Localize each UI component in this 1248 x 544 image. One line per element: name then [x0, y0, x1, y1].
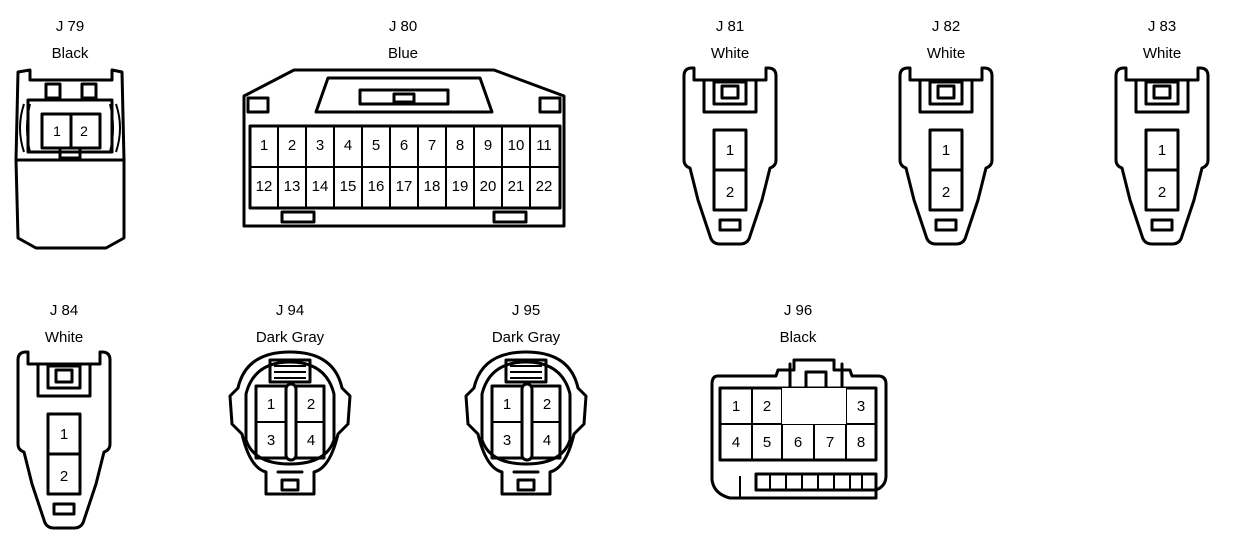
pin-4: 4: [731, 434, 741, 451]
pin-5: 5: [762, 434, 772, 451]
connector-color: Black: [51, 45, 89, 62]
connector-j84: J 84 White 1 2: [14, 284, 114, 544]
connector-id: J 80: [388, 18, 418, 35]
pin-6: 6: [793, 434, 803, 451]
pin-2: 2: [59, 468, 69, 485]
pin-1: 1: [725, 142, 735, 159]
pin-4: 4: [343, 137, 353, 154]
pin-4: 4: [306, 432, 316, 449]
pin-1: 1: [53, 123, 61, 139]
connector-color: Dark Gray: [491, 329, 561, 346]
pin-3: 3: [502, 432, 512, 449]
pin-1: 1: [1157, 142, 1167, 159]
pin-2: 2: [725, 184, 735, 201]
connector-j83-shape: [1114, 66, 1210, 246]
pin-18: 18: [423, 178, 441, 195]
connector-id: J 82: [931, 18, 961, 35]
connector-color: Black: [779, 329, 817, 346]
pin-1: 1: [259, 137, 269, 154]
connector-color: Blue: [387, 45, 419, 62]
pin-2: 2: [287, 137, 297, 154]
pin-12: 12: [255, 178, 273, 195]
pin-8: 8: [856, 434, 866, 451]
connector-j79-shape: [14, 68, 126, 250]
pin-grid-lines: [277, 126, 531, 208]
connector-j82-shape: [898, 66, 994, 246]
connector-j94-shape: [228, 350, 352, 496]
pin-1: 1: [941, 142, 951, 159]
connector-j81-shape: [682, 66, 778, 246]
pin-20: 20: [479, 178, 497, 195]
connector-id: J 95: [511, 302, 541, 319]
connector-j80: J 80 Blue 1 2 3 4 5 6 7 8 9 10 11 12: [230, 0, 580, 260]
pin-17: 17: [395, 178, 413, 195]
pin-15: 15: [339, 178, 357, 195]
pin-1: 1: [266, 396, 276, 413]
connector-color: Dark Gray: [255, 329, 325, 346]
pin-19: 19: [451, 178, 469, 195]
pin-2: 2: [941, 184, 951, 201]
pin-6: 6: [399, 137, 409, 154]
pin-9: 9: [483, 137, 493, 154]
pin-21: 21: [507, 178, 525, 195]
connector-color: White: [710, 45, 750, 62]
connector-j82: J 82 White 1 2: [896, 0, 996, 260]
connector-id: J 83: [1147, 18, 1177, 35]
pin-14: 14: [311, 178, 329, 195]
pin-1: 1: [731, 398, 741, 415]
connector-j84-shape: [16, 350, 112, 530]
connector-j96: J 96 Black 1 2 3 4 5 6 7 8: [700, 284, 900, 524]
connector-j80-shape: [242, 68, 566, 228]
connector-j83: J 83 White 1 2: [1112, 0, 1212, 260]
pin-7: 7: [427, 137, 437, 154]
pin-3: 3: [266, 432, 276, 449]
connector-j94: J 94 Dark Gray 1 2 3 4: [228, 284, 352, 504]
connector-j95: J 95 Dark Gray 1 2 3 4: [464, 284, 588, 504]
connector-color: White: [926, 45, 966, 62]
pin-2: 2: [80, 123, 88, 139]
pin-2: 2: [762, 398, 772, 415]
connector-j79: J 79 Black 1 2: [0, 0, 140, 260]
connector-color: White: [44, 329, 84, 346]
pin-7: 7: [825, 434, 835, 451]
pin-11: 11: [536, 137, 552, 154]
pin-10: 10: [507, 137, 525, 154]
pin-row-bottom: 12 13 14 15 16 17 18 19 20 21 22: [250, 178, 560, 196]
pin-row-top: 1 2 3 4 5 6 7 8 9 10 11: [250, 137, 560, 155]
pin-1: 1: [502, 396, 512, 413]
connector-id: J 81: [715, 18, 745, 35]
connector-id: J 79: [55, 18, 85, 35]
pin-2: 2: [542, 396, 552, 413]
pin-2: 2: [306, 396, 316, 413]
connector-id: J 94: [275, 302, 305, 319]
connector-color: White: [1142, 45, 1182, 62]
connector-id: J 84: [49, 302, 79, 319]
pin-8: 8: [455, 137, 465, 154]
pin-5: 5: [371, 137, 381, 154]
connector-j95-shape: [464, 350, 588, 496]
connector-j96-shape: [710, 358, 888, 500]
pin-3: 3: [315, 137, 325, 154]
connector-id: J 96: [783, 302, 813, 319]
pin-3: 3: [856, 398, 866, 415]
connector-j81: J 81 White 1 2: [680, 0, 780, 260]
pin-1: 1: [59, 426, 69, 443]
pin-22: 22: [535, 178, 553, 195]
pin-2: 2: [1157, 184, 1167, 201]
pin-13: 13: [283, 178, 301, 195]
pin-16: 16: [367, 178, 385, 195]
pin-4: 4: [542, 432, 552, 449]
